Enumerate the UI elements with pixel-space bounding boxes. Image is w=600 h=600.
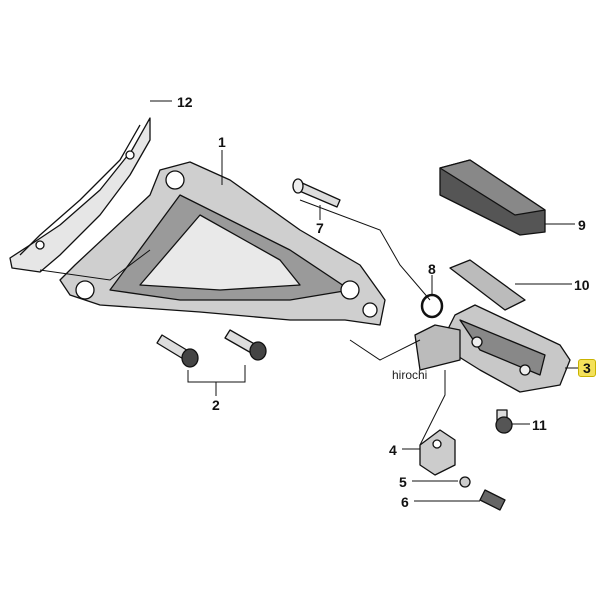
- callout-12[interactable]: 12: [177, 94, 193, 110]
- part-6-spring: [479, 489, 506, 511]
- callout-7[interactable]: 7: [316, 220, 324, 236]
- callout-4[interactable]: 4: [389, 442, 397, 458]
- callout-1[interactable]: 1: [218, 134, 226, 150]
- watermark: hirochi: [392, 368, 428, 382]
- callout-8[interactable]: 8: [428, 261, 436, 277]
- callout-11[interactable]: 11: [532, 417, 547, 433]
- part-4-plate: [419, 429, 456, 476]
- part-12-guard: [9, 117, 151, 273]
- callout-3-highlighted[interactable]: 3: [578, 359, 596, 377]
- callout-9[interactable]: 9: [578, 217, 586, 233]
- part-10-plate: [449, 259, 526, 311]
- callout-6[interactable]: 6: [401, 494, 409, 510]
- callout-2[interactable]: 2: [212, 397, 220, 413]
- callout-5[interactable]: 5: [399, 474, 407, 490]
- callout-10[interactable]: 10: [574, 277, 590, 293]
- leader-lines: [39, 100, 580, 502]
- part-8-ring: [420, 293, 444, 319]
- part-5-ball: [459, 476, 471, 488]
